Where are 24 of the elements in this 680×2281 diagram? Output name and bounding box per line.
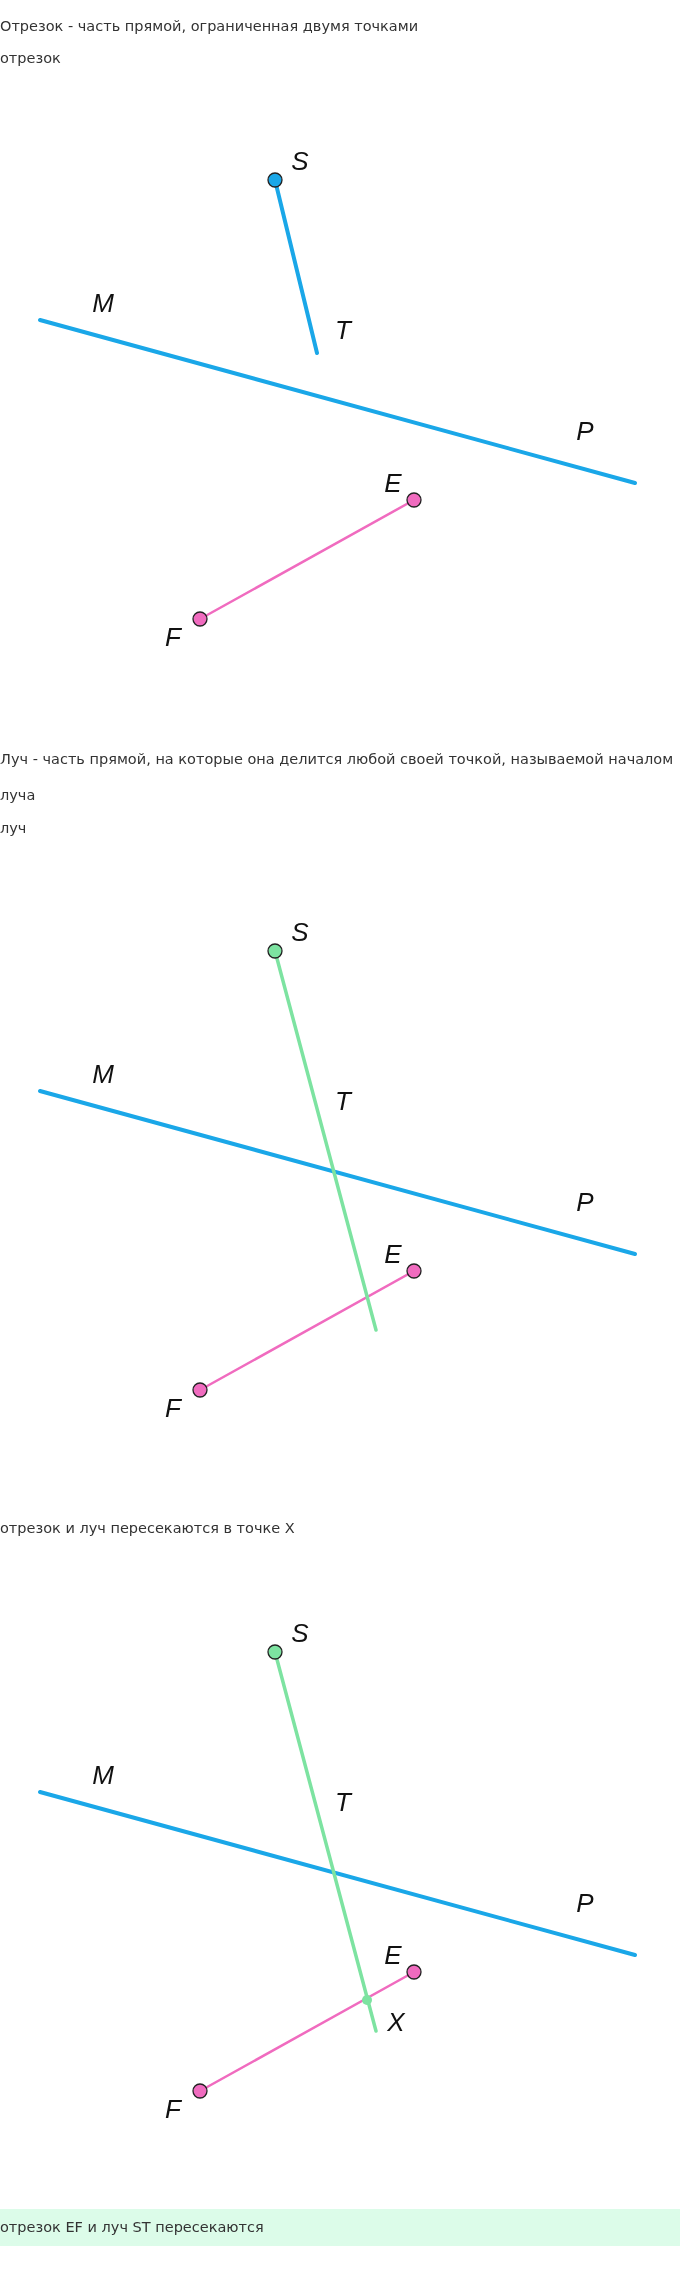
point-label: E xyxy=(384,1241,402,1267)
definition-text: Отрезок - часть прямой, ограниченная двумя точками xyxy=(0,17,420,36)
answer-banner: отрезок EF и луч ST пересекаются xyxy=(0,2209,680,2246)
point-label: X xyxy=(387,2009,405,2035)
point-label: M xyxy=(92,290,114,316)
point-label: P xyxy=(576,1890,594,1916)
point-label: E xyxy=(384,470,402,496)
point-label: T xyxy=(335,1088,351,1114)
point-label: T xyxy=(335,1789,351,1815)
point-label: T xyxy=(335,317,351,343)
point-label: P xyxy=(576,1189,594,1215)
definition-text: луч xyxy=(0,819,28,838)
point-label: S xyxy=(291,148,309,174)
definition-text: отрезок и луч пересекаются в точке X xyxy=(0,1519,296,1538)
point-label: F xyxy=(165,2096,181,2122)
point-label: P xyxy=(576,418,594,444)
point-label: S xyxy=(291,919,309,945)
point-label: M xyxy=(92,1762,114,1788)
point-label: S xyxy=(291,1620,309,1646)
point-label: M xyxy=(92,1061,114,1087)
point-label: E xyxy=(384,1942,402,1968)
point-label: F xyxy=(165,624,181,650)
definition-text: отрезок xyxy=(0,49,62,68)
point-label: F xyxy=(165,1395,181,1421)
